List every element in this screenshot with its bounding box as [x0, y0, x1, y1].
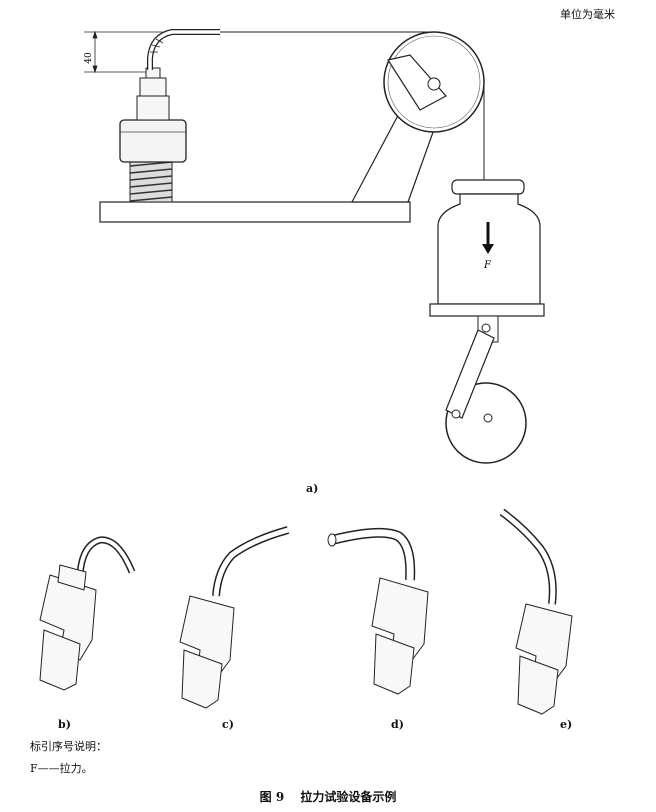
label-a: a): [306, 482, 319, 495]
holder-block: [119, 119, 187, 163]
figure-b-drawing: [39, 536, 136, 691]
figure-d-drawing: [327, 527, 429, 695]
threaded-screw: [129, 159, 173, 203]
label-b: b): [58, 718, 71, 731]
dimension-label: 40: [84, 52, 94, 64]
figure-c-drawing: [179, 526, 290, 709]
base-plate: [99, 201, 411, 223]
weight: [429, 179, 545, 317]
figure-caption: 图 9 拉力试验设备示例: [259, 790, 397, 804]
legend-item: F——拉力。: [30, 762, 93, 775]
label-c: c): [222, 718, 234, 731]
label-d: d): [391, 718, 404, 731]
connector-body: [136, 67, 170, 121]
hanging-wheel: [445, 315, 527, 464]
legend-title: 标引序号说明：: [30, 740, 107, 753]
figure-e-drawing: [499, 508, 573, 715]
label-e: e): [560, 718, 573, 731]
force-symbol: F: [483, 260, 492, 271]
unit-note: 单位为毫米: [560, 8, 615, 21]
